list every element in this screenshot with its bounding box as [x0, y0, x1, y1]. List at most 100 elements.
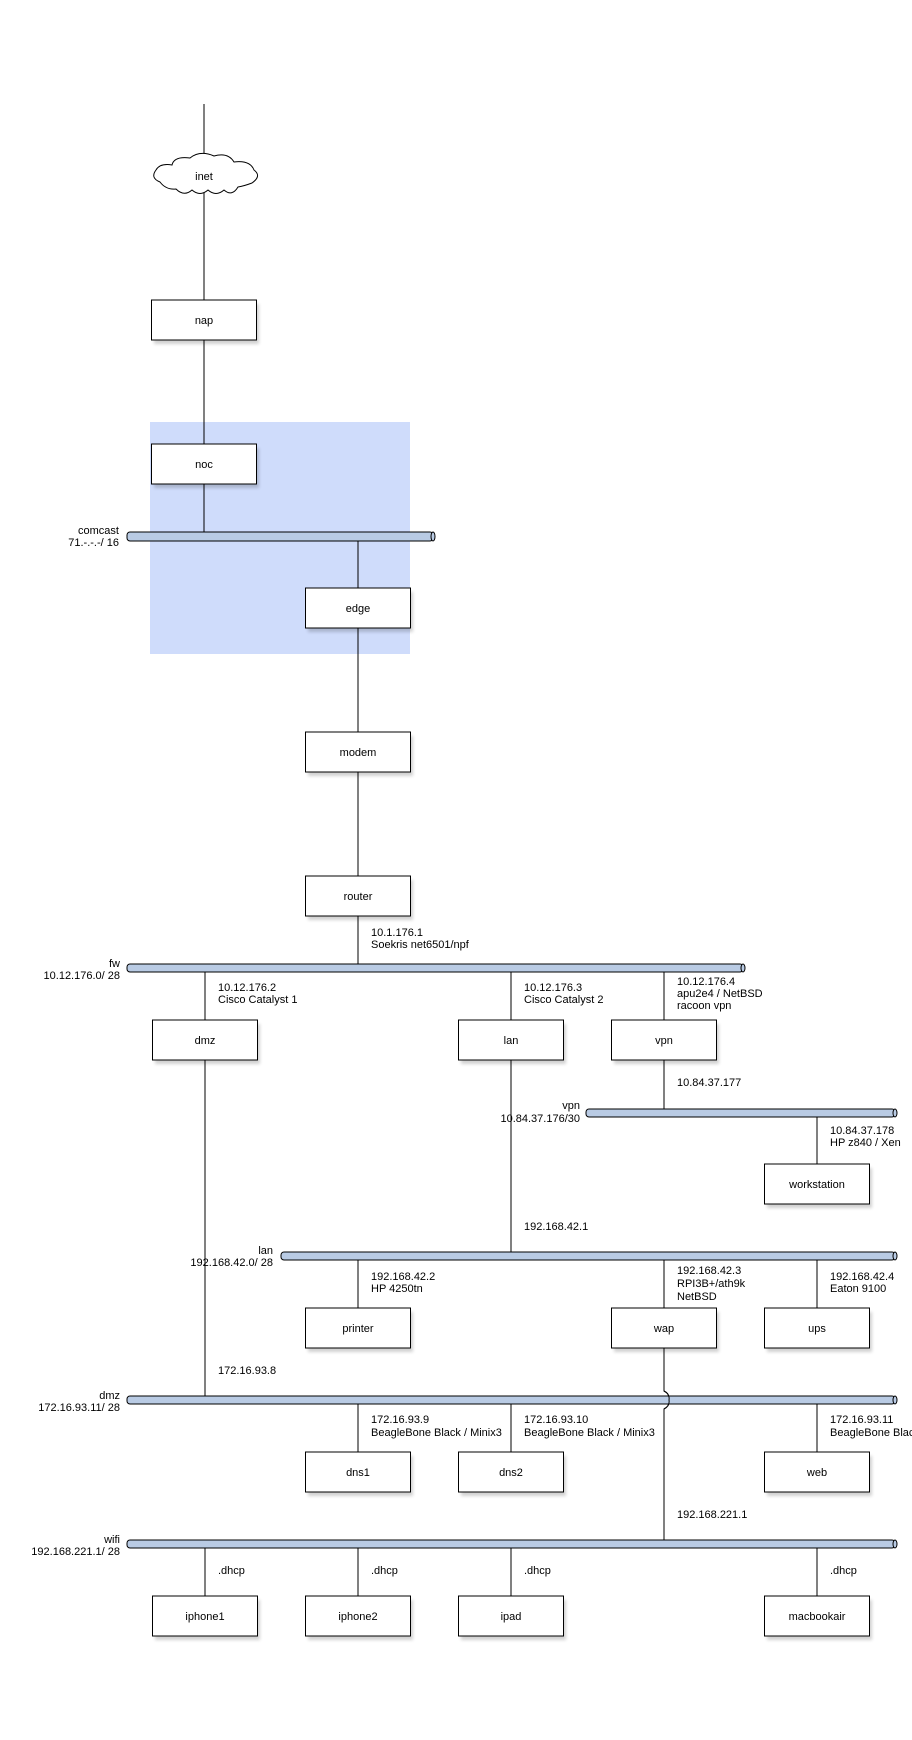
node-dns1[interactable]: dns1 — [305, 1451, 414, 1496]
ip-label: 192.168.42.1 — [524, 1221, 588, 1233]
bus-wifi: wifi 192.168.221.1/ 28 — [31, 1534, 898, 1558]
hw-label: RPI3B+/ath9k — [677, 1278, 746, 1290]
node-label: iphone1 — [185, 1611, 224, 1623]
ip-label: 172.16.93.10 — [524, 1414, 588, 1426]
bus-name: wifi — [103, 1534, 120, 1546]
node-vpn[interactable]: vpn — [611, 1019, 720, 1064]
node-box — [152, 1019, 258, 1061]
ip-label: 192.168.42.4 — [830, 1271, 894, 1283]
cloud-icon — [153, 152, 258, 194]
hw-label: BeagleBone Black — [830, 1427, 912, 1439]
dhcp-label: .dhcp — [371, 1565, 398, 1577]
node-box — [458, 1451, 564, 1493]
node-label: vpn — [655, 1035, 673, 1047]
bus-name: lan — [258, 1245, 273, 1257]
annotations: 10.1.176.1 Soekris net6501/npf 10.12.176… — [218, 927, 912, 1577]
node-box — [458, 1019, 564, 1061]
ip-label: 10.12.176.4 — [677, 976, 735, 988]
bus-subnet: 10.12.176.0/ 28 — [44, 970, 120, 982]
ip-label: 172.16.93.8 — [218, 1365, 276, 1377]
node-noc[interactable]: noc — [151, 443, 260, 488]
node-ipad[interactable]: ipad — [458, 1595, 567, 1640]
dhcp-label: .dhcp — [830, 1565, 857, 1577]
node-label: workstation — [788, 1179, 845, 1191]
node-box — [611, 1307, 717, 1349]
node-box — [151, 299, 257, 341]
node-web[interactable]: web — [764, 1451, 873, 1496]
hw-label: apu2e4 / NetBSD — [677, 988, 763, 1000]
node-label: lan — [504, 1035, 519, 1047]
node-label: router — [344, 891, 373, 903]
dhcp-label: .dhcp — [218, 1565, 245, 1577]
node-box — [305, 587, 411, 629]
bus-fw: fw 10.12.176.0/ 28 — [44, 958, 746, 982]
node-edge[interactable]: edge — [305, 587, 414, 632]
node-box — [764, 1595, 870, 1637]
node-macbookair[interactable]: macbookair — [764, 1595, 873, 1640]
node-label: dmz — [195, 1035, 216, 1047]
node-box — [764, 1307, 870, 1349]
node-box — [305, 731, 411, 773]
node-label: dns2 — [499, 1467, 523, 1479]
bus-name: fw — [109, 958, 120, 970]
hw-label: Cisco Catalyst 2 — [524, 994, 603, 1006]
node-nap[interactable]: nap — [151, 299, 260, 344]
node-box — [458, 1595, 564, 1637]
hw-label: racoon vpn — [677, 1000, 731, 1012]
node-iphone2[interactable]: iphone2 — [305, 1595, 414, 1640]
hw-label: Eaton 9100 — [830, 1283, 886, 1295]
node-box — [305, 1307, 411, 1349]
bus-subnet: 192.168.221.1/ 28 — [31, 1546, 120, 1558]
node-workstation[interactable]: workstation — [764, 1163, 873, 1208]
ip-label: 10.12.176.3 — [524, 982, 582, 994]
node-box — [611, 1019, 717, 1061]
node-dns2[interactable]: dns2 — [458, 1451, 567, 1496]
bus-subnet: 172.16.93.11/ 28 — [38, 1402, 120, 1414]
hw-label: Cisco Catalyst 1 — [218, 994, 297, 1006]
node-label: web — [806, 1467, 827, 1479]
hw-label: NetBSD — [677, 1291, 717, 1303]
node-modem[interactable]: modem — [305, 731, 414, 776]
hw-label: HP z840 / Xen — [830, 1137, 901, 1149]
node-label: noc — [195, 459, 213, 471]
node-box — [305, 1595, 411, 1637]
bus-comcast: comcast 71.-.-.-/ 16 — [68, 525, 436, 549]
node-printer[interactable]: printer — [305, 1307, 414, 1352]
node-label: edge — [346, 603, 370, 615]
bus-name: vpn — [562, 1100, 580, 1112]
ip-label: 192.168.221.1 — [677, 1509, 747, 1521]
hw-label: Soekris net6501/npf — [371, 939, 470, 951]
node-iphone1[interactable]: iphone1 — [152, 1595, 261, 1640]
ip-label: 10.1.176.1 — [371, 927, 423, 939]
ip-label: 172.16.93.11 — [830, 1414, 893, 1426]
links — [203, 104, 818, 1596]
bus-dmz: dmz 172.16.93.11/ 28 — [38, 1390, 898, 1414]
node-dmz[interactable]: dmz — [152, 1019, 261, 1064]
node-box — [305, 875, 411, 917]
ip-label: 10.12.176.2 — [218, 982, 276, 994]
node-wap[interactable]: wap — [611, 1307, 720, 1352]
node-label: printer — [342, 1323, 374, 1335]
node-box — [151, 443, 257, 485]
dhcp-label: .dhcp — [524, 1565, 551, 1577]
node-label: dns1 — [346, 1467, 370, 1479]
bus-name: dmz — [99, 1390, 120, 1402]
node-ups[interactable]: ups — [764, 1307, 873, 1352]
ip-label: 10.84.37.177 — [677, 1077, 741, 1089]
node-box — [305, 1451, 411, 1493]
node-inet[interactable]: inet — [153, 152, 258, 194]
node-label: nap — [195, 315, 213, 327]
node-label: ups — [808, 1323, 826, 1335]
node-label: macbookair — [789, 1611, 846, 1623]
bus-subnet: 71.-.-.-/ 16 — [68, 537, 119, 549]
bus-vpn: vpn 10.84.37.176/30 — [500, 1100, 898, 1125]
line-hop — [663, 1390, 670, 1410]
node-router[interactable]: router — [305, 875, 414, 920]
node-lan[interactable]: lan — [458, 1019, 567, 1064]
node-label: inet — [195, 171, 213, 183]
node-label: wap — [653, 1323, 674, 1335]
ip-label: 10.84.37.178 — [830, 1125, 894, 1137]
hw-label: HP 4250tn — [371, 1283, 423, 1295]
